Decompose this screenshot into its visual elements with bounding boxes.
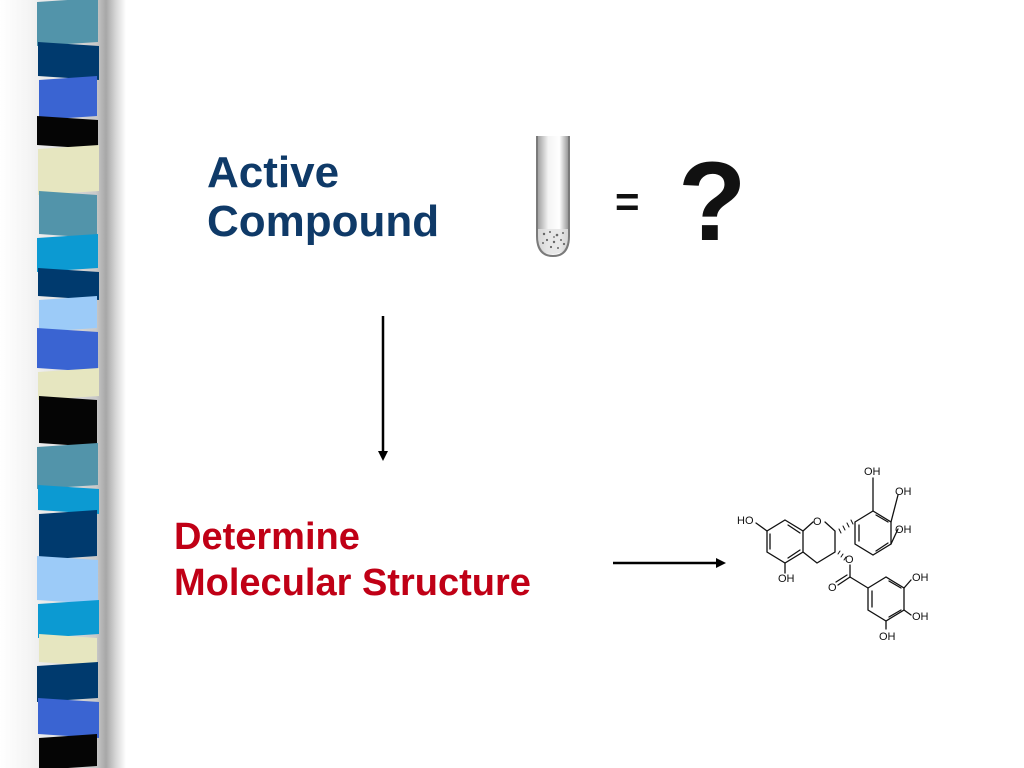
mol-oh-right-lower: OH [895, 524, 912, 536]
down-arrow-icon [378, 316, 388, 461]
strip-segment [39, 191, 97, 238]
strip-segment [38, 145, 99, 195]
strip-segment [39, 296, 97, 332]
mol-oh-right-upper: OH [895, 486, 912, 498]
mol-oh-top: OH [864, 466, 881, 478]
equals-sign: = [615, 178, 640, 225]
mol-oh-bottom-left: OH [778, 573, 795, 585]
strip-segment [38, 600, 99, 638]
test-tube-icon [536, 136, 570, 258]
molecule-structure-icon: OH OH OH HO O OH O O OH OH OH [737, 466, 929, 643]
strip-segment [37, 662, 98, 702]
determine-line-1: Determine [174, 516, 360, 558]
right-arrow-icon [613, 558, 726, 568]
mol-gallate-oh-upper: OH [912, 572, 929, 584]
strip-segment [38, 368, 99, 400]
strip-segment [37, 234, 98, 272]
active-compound-line-2: Compound [207, 197, 440, 247]
strip-segment [39, 634, 97, 666]
mol-carbonyl-oxygen: O [828, 582, 837, 594]
mol-ring-oxygen: O [813, 516, 822, 528]
strip-segment [39, 76, 97, 120]
strip-segment [39, 510, 97, 560]
active-compound-line-1: Active [207, 148, 340, 197]
strip-segment [39, 734, 97, 768]
determine-line-2: Molecular Structure [174, 561, 531, 604]
mol-ester-oxygen: O [845, 554, 854, 566]
strip-segment [37, 116, 98, 149]
strip-segment [37, 443, 98, 489]
question-mark: ? [678, 139, 747, 264]
strip-segment [39, 396, 97, 447]
strip-segment [37, 328, 98, 372]
mol-ho-left: HO [737, 515, 754, 527]
determine-structure-title: Determine Molecular Structure [174, 515, 531, 606]
strip-segment [37, 0, 98, 46]
active-compound-title: Active Compound [207, 148, 439, 247]
strip-segment [38, 698, 99, 738]
strip-segment [37, 556, 98, 604]
decorative-strip [37, 0, 99, 768]
strip-segment [38, 485, 99, 514]
mol-gallate-oh-bottom: OH [879, 631, 896, 643]
mol-gallate-oh-middle: OH [912, 611, 929, 623]
strip-segment [38, 42, 99, 80]
strip-segment [38, 268, 99, 300]
